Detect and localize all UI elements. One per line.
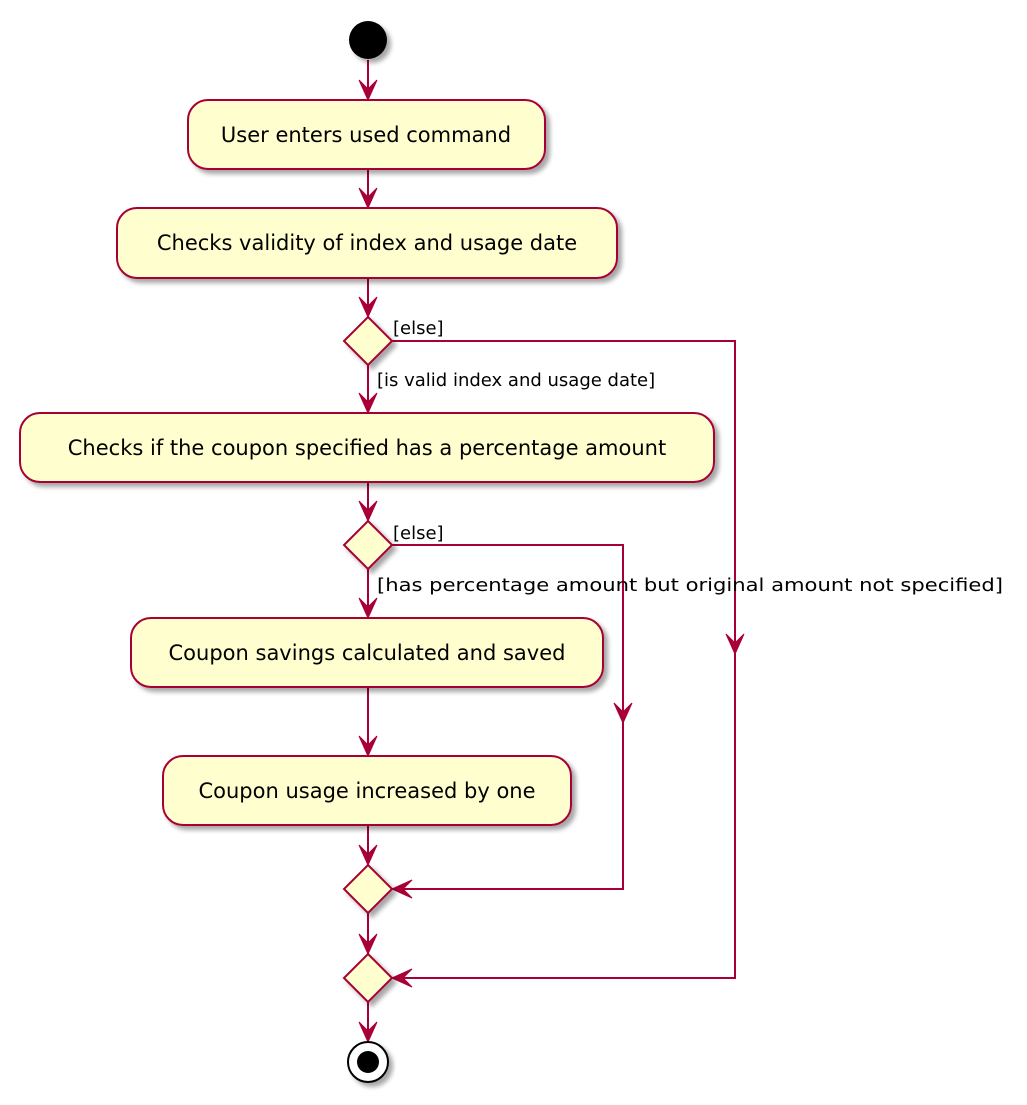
arrowhead: [358, 187, 378, 210]
guard-label-percentage: [has percentage amount but original amou…: [377, 575, 1003, 596]
activity-label: User enters used command: [221, 123, 511, 147]
arrowhead: [358, 597, 378, 620]
end-node: [347, 1041, 389, 1083]
activity-coupon-savings-calculated: Coupon savings calculated and saved: [130, 617, 604, 688]
arrowhead: [390, 968, 413, 988]
arrowhead: [358, 735, 378, 758]
arrowhead: [358, 1021, 378, 1044]
guard-label-else: [else]: [393, 523, 444, 544]
flow-d2-else: [392, 544, 624, 890]
arrowhead: [358, 500, 378, 523]
activity-coupon-usage-increased: Coupon usage increased by one: [162, 755, 572, 826]
activity-checks-percentage-amount: Checks if the coupon specified has a per…: [19, 412, 715, 483]
decision-diamond: [342, 315, 394, 367]
arrowhead: [358, 79, 378, 102]
flow-d1-else: [392, 340, 736, 979]
arrowhead: [358, 296, 378, 319]
arrowhead: [358, 933, 378, 956]
merge-diamond: [342, 863, 394, 915]
activity-user-enters-used-command: User enters used command: [187, 99, 546, 170]
activity-label: Checks if the coupon specified has a per…: [68, 436, 666, 460]
activity-checks-validity: Checks validity of index and usage date: [116, 207, 618, 279]
activity-label: Coupon savings calculated and saved: [169, 641, 566, 665]
activity-label: Coupon usage increased by one: [198, 779, 535, 803]
decision-diamond: [342, 519, 394, 571]
arrowhead: [725, 633, 745, 656]
arrowhead: [358, 844, 378, 867]
activity-label: Checks validity of index and usage date: [157, 231, 577, 255]
start-node: [349, 21, 387, 59]
merge-diamond: [342, 952, 394, 1004]
guard-label-else: [else]: [393, 318, 444, 339]
arrowhead: [358, 392, 378, 415]
guard-label-valid: [is valid index and usage date]: [377, 370, 655, 391]
arrowhead: [613, 702, 633, 725]
arrowhead: [390, 879, 413, 899]
